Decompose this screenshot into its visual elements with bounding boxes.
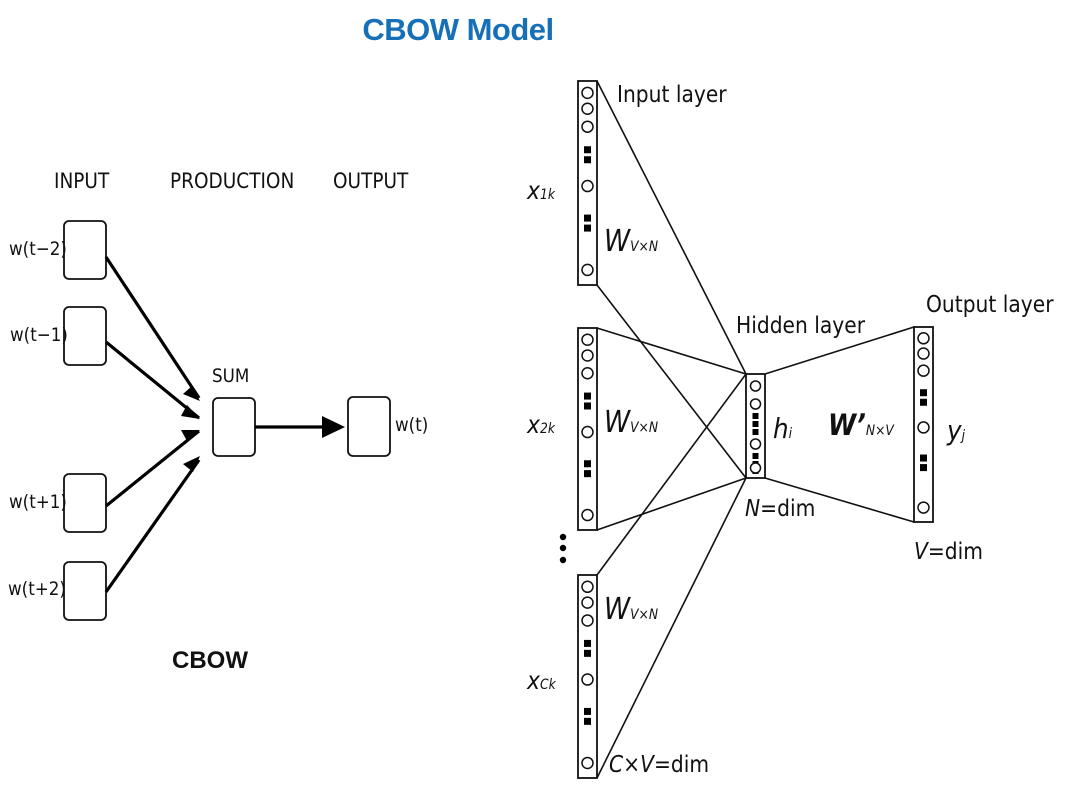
neuron-circle [581,366,594,380]
connection-line [596,373,747,576]
arrowhead-3 [181,430,200,441]
arrowhead-4 [183,456,200,472]
neuron-circle [749,380,762,392]
ellipsis-square [920,464,927,472]
input-var-x2k: x2k [527,410,555,439]
weight-label-2: WV×N [604,405,659,440]
input-box-w-t+2 [63,561,107,621]
input-var-xck: xCk [527,666,556,695]
ellipsis-square [584,470,591,478]
input-label-w-t-1: w(t−1) [10,324,68,346]
neuron-circle [917,347,930,360]
connection-line [764,477,915,523]
output-layer-label: Output layer [926,292,1054,318]
neuron-circle [581,86,594,100]
neuron-circle [581,425,594,439]
neuron-circle [581,120,594,133]
ellipsis-square [752,453,759,459]
header-production: PRODUCTION [170,169,295,193]
arrow-w-t+1-to-sum [104,429,201,508]
hidden-layer-label: Hidden layer [736,313,866,339]
vertical-ellipsis-dot [559,533,567,541]
connection-line [596,80,747,375]
header-input: INPUT [54,169,110,193]
ellipsis-square [584,717,591,725]
sum-box [212,397,256,457]
input-var-x1k: x1k [527,176,555,205]
output-label-w-t: w(t) [395,414,429,436]
arrowhead-2 [181,405,200,419]
ellipsis-square [584,649,591,657]
ellipsis-square [584,156,591,164]
neuron-circle [581,673,594,686]
neuron-circle [581,349,594,362]
neuron-circle [581,614,594,627]
arrow-w-t+2-to-sum [104,459,201,593]
cbow-caption: CBOW [172,647,248,674]
page-title: CBOW Model [362,12,554,47]
arrow-w-t-1-to-sum [104,340,201,420]
ellipsis-square [584,639,591,647]
header-output: OUTPUT [333,169,409,193]
weight-label-1: WV×N [604,224,659,259]
output-var-yj: yj [947,414,966,447]
neuron-circle [581,263,594,277]
vertical-ellipsis-dot [559,544,567,552]
neuron-circle [917,501,930,514]
neuron-circle [581,179,594,193]
neuron-circle [581,102,594,115]
connection-line [596,284,747,479]
input-label-w-t-2: w(t−2) [9,238,67,260]
ellipsis-square [920,454,927,462]
neuron-circle [749,462,762,474]
arrowhead-5 [322,416,345,438]
neuron-circle [917,421,930,434]
input-label-w-t+2: w(t+2) [8,578,66,600]
output-box-w-t [347,396,391,457]
neuron-circle [917,332,930,345]
ellipsis-square [920,398,927,406]
neuron-circle [581,508,594,522]
connection-line [596,327,747,375]
neuron-circle [749,398,762,410]
ellipsis-square [584,402,591,410]
ellipsis-square [584,214,591,222]
sum-label: SUM [212,365,250,387]
ellipsis-square [584,392,591,400]
input-layer-label: Input layer [617,82,727,108]
neuron-circle [581,580,594,594]
vertical-ellipsis-dot [559,556,567,564]
connection-line [596,477,747,531]
ellipsis-square [584,224,591,232]
connection-line [764,326,915,375]
ellipsis-square [584,707,591,715]
ellipsis-square [752,421,759,427]
neuron-circle [581,333,594,346]
connection-line [596,477,747,779]
input-box-w-t-1 [63,306,107,366]
weight-label-3: WV×N [604,592,659,627]
input-box-w-t-2 [63,220,107,280]
arrowhead-1 [183,386,200,401]
ellipsis-square [920,389,927,397]
ellipsis-square [752,429,759,435]
cbow-network-diagram [559,80,934,779]
hidden-var-hi: hi [773,412,793,445]
neuron-circle [749,438,762,450]
neuron-circle [581,596,594,609]
output-dim-label: V=dim [914,539,983,565]
ellipsis-square [584,460,591,468]
hidden-dim-label: N=dim [745,496,816,522]
input-label-w-t+1: w(t+1) [9,491,67,513]
input-dim-label: C×V=dim [609,752,710,778]
neuron-circle [917,364,930,377]
output-weight-label: W’N×V [828,408,894,442]
cbow-simple-diagram [63,220,391,621]
arrow-w-t-2-to-sum [104,256,201,399]
ellipsis-square [752,413,759,419]
input-box-w-t+1 [63,473,107,533]
ellipsis-square [584,146,591,154]
neuron-circle [581,756,594,770]
